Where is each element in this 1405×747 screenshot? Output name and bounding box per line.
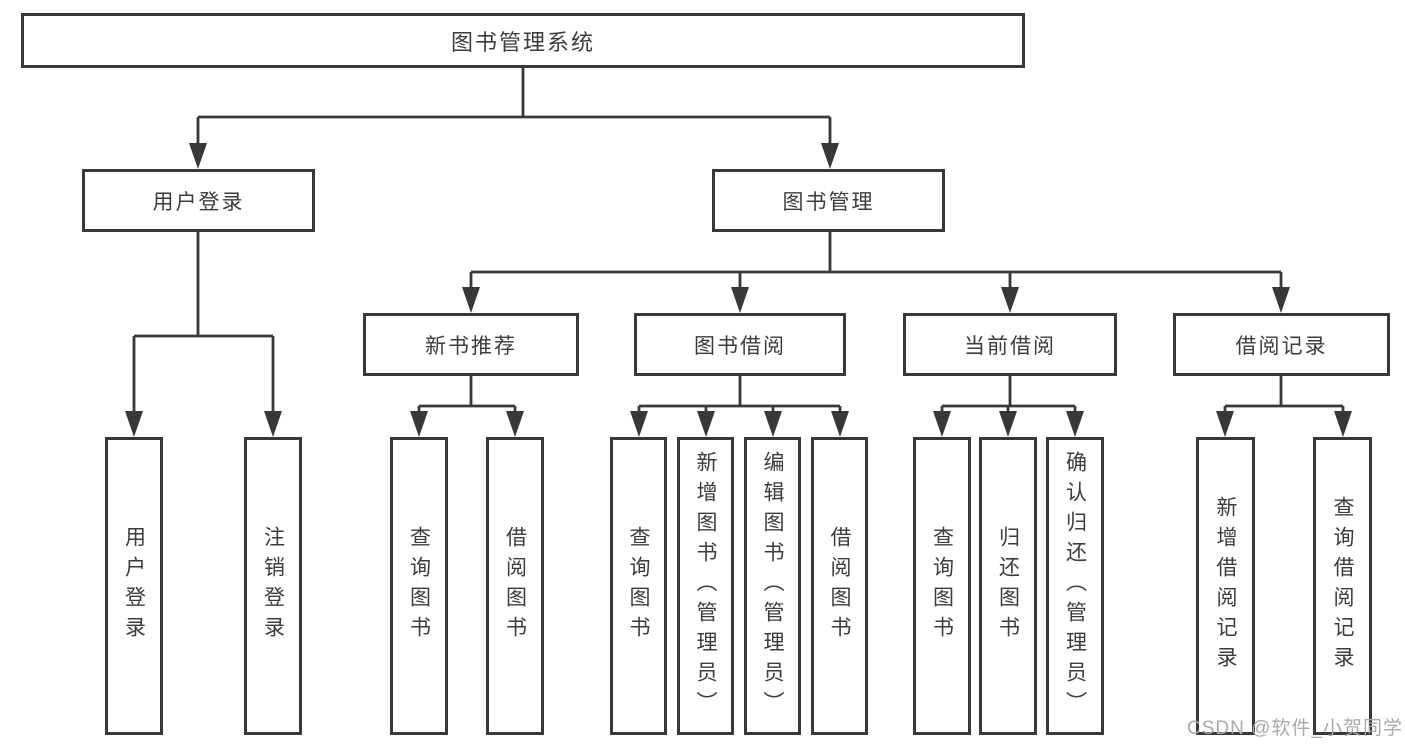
leaf-query-borrow-record-label: 查询借阅记录 [1331, 496, 1354, 676]
leaf-borrow-books: 借阅图书 [811, 437, 868, 735]
leaf-user-login-label: 用户登录 [122, 526, 146, 646]
arrowhead [933, 411, 951, 437]
leaf-return-books: 归还图书 [979, 437, 1037, 735]
connector-borrow-records-children [1216, 376, 1352, 437]
leaf-query-books-borrow: 查询图书 [610, 437, 667, 735]
leaf-borrow-books-label: 借阅图书 [828, 526, 851, 646]
arrowhead [1334, 411, 1352, 437]
arrowhead [764, 411, 782, 437]
node-new-book-recommend: 新书推荐 [363, 313, 579, 376]
arrowhead [506, 411, 524, 437]
leaf-return-books-label: 归还图书 [996, 526, 1020, 646]
leaf-logout-label: 注销登录 [261, 526, 285, 646]
arrowhead [630, 411, 648, 437]
arrowhead [831, 411, 849, 437]
leaf-add-book-admin-label: 新增图书（管理员） [694, 451, 717, 721]
node-new-book-recommend-label: 新书推荐 [425, 334, 517, 358]
node-borrowing-records: 借阅记录 [1173, 313, 1390, 376]
connector-book-borrow-children [630, 376, 849, 437]
leaf-add-borrow-record: 新增借阅记录 [1196, 437, 1255, 735]
leaf-edit-book-admin-label: 编辑图书（管理员） [761, 451, 784, 721]
leaf-add-book-admin: 新增图书（管理员） [677, 437, 734, 735]
node-book-management: 图书管理 [712, 169, 945, 232]
leaf-query-books-borrow-label: 查询图书 [627, 526, 650, 646]
arrowhead [264, 411, 282, 437]
leaf-confirm-return-admin-label: 确认归还（管理员） [1063, 451, 1087, 721]
node-current-borrowing-label: 当前借阅 [964, 334, 1056, 358]
node-root: 图书管理系统 [21, 13, 1025, 68]
connector-new-book-children [410, 376, 524, 437]
node-book-management-label: 图书管理 [782, 190, 875, 214]
leaf-user-login: 用户登录 [105, 437, 163, 735]
connector-book-management-children [462, 232, 1290, 313]
node-book-borrowing-label: 图书借阅 [694, 334, 786, 358]
arrowhead [1272, 287, 1290, 313]
arrowhead [999, 411, 1017, 437]
node-current-borrowing: 当前借阅 [903, 313, 1117, 376]
arrowhead [1001, 287, 1019, 313]
arrowhead [1216, 411, 1234, 437]
leaf-query-books-newbook: 查询图书 [390, 437, 448, 735]
leaf-logout: 注销登录 [244, 437, 302, 735]
node-user-login: 用户登录 [82, 169, 315, 232]
connector-root-to-level2 [189, 68, 839, 169]
arrowhead [125, 411, 143, 437]
leaf-query-books-current: 查询图书 [913, 437, 971, 735]
leaf-borrow-books-newbook: 借阅图书 [486, 437, 544, 735]
arrowhead [462, 287, 480, 313]
connector-current-borrow-children [933, 376, 1084, 437]
leaf-edit-book-admin: 编辑图书（管理员） [744, 437, 801, 735]
csdn-watermark: CSDN @软件_小贺同学 [1187, 718, 1403, 739]
leaf-query-books-newbook-label: 查询图书 [407, 526, 431, 646]
arrowhead [189, 143, 207, 169]
connector-user-login-children [125, 232, 282, 437]
arrowhead [410, 411, 428, 437]
node-borrowing-records-label: 借阅记录 [1235, 334, 1328, 358]
node-book-borrowing: 图书借阅 [634, 313, 846, 376]
arrowhead [731, 287, 749, 313]
arrowhead [1066, 411, 1084, 437]
leaf-add-borrow-record-label: 新增借阅记录 [1214, 496, 1237, 676]
arrowhead [821, 143, 839, 169]
leaf-borrow-books-newbook-label: 借阅图书 [503, 526, 527, 646]
arrowhead [697, 411, 715, 437]
leaf-confirm-return-admin: 确认归还（管理员） [1046, 437, 1104, 735]
leaf-query-books-current-label: 查询图书 [930, 526, 954, 646]
leaf-query-borrow-record: 查询借阅记录 [1313, 437, 1372, 735]
node-root-label: 图书管理系统 [450, 29, 595, 55]
node-user-login-label: 用户登录 [152, 190, 245, 214]
